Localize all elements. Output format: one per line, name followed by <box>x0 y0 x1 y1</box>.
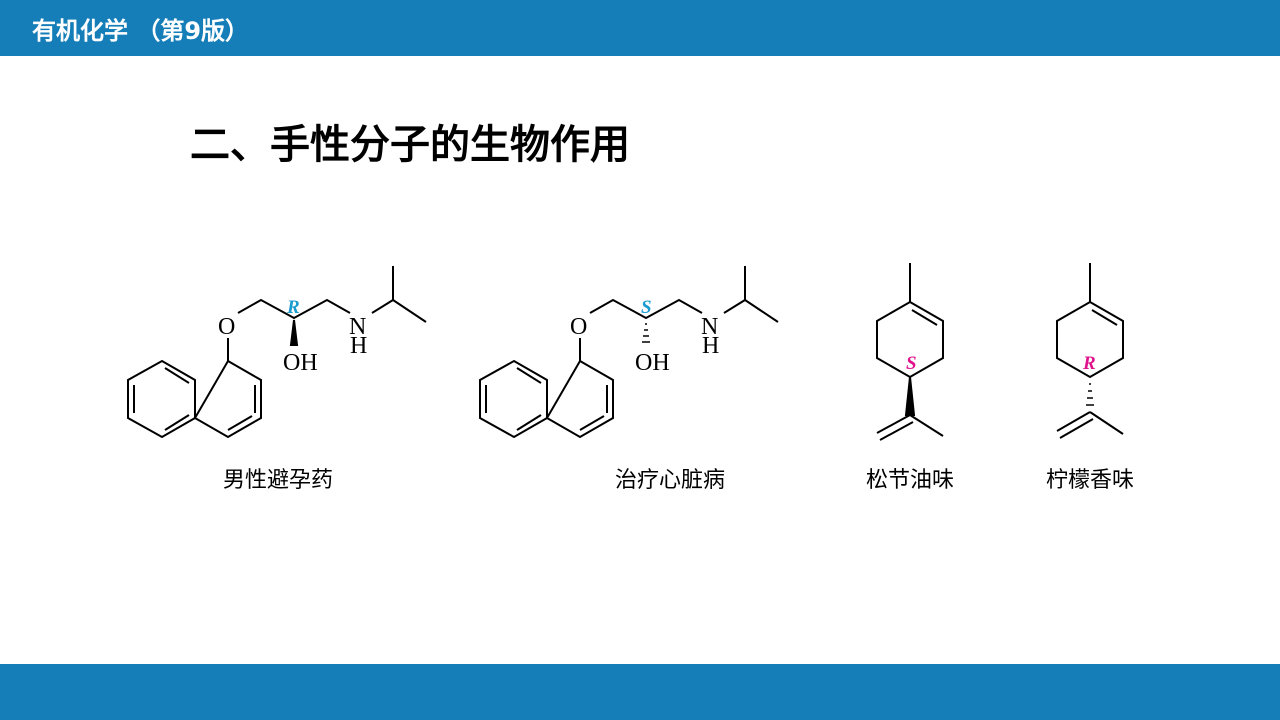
svg-text:OH: OH <box>283 350 318 376</box>
propranolol-r: O OH N H R <box>127 266 427 439</box>
caption-male-contraceptive: 男性避孕药 <box>222 468 334 493</box>
limonene-r: R <box>1056 263 1124 439</box>
config-label: R <box>1082 353 1096 374</box>
caption-lemon-odor: 柠檬香味 <box>1045 468 1135 493</box>
footer-bar <box>0 664 1280 720</box>
config-label: R <box>286 297 300 318</box>
propranolol-s: O OH N H S <box>479 266 779 439</box>
caption-turpentine-odor: 松节油味 <box>865 468 955 493</box>
svg-text:N: N <box>349 314 366 340</box>
svg-text:OH: OH <box>635 350 670 376</box>
config-label: S <box>641 297 652 318</box>
svg-text:N: N <box>701 314 718 340</box>
svg-text:H: H <box>350 333 367 359</box>
slide-title: 二、手性分子的生物作用 <box>190 122 630 168</box>
limonene-s: S <box>876 263 944 441</box>
svg-text:O: O <box>570 314 587 340</box>
svg-text:O: O <box>218 314 235 340</box>
config-label: S <box>906 353 917 374</box>
header-bar: 有机化学 （第9版） <box>0 0 1280 56</box>
caption-heart-treatment: 治疗心脏病 <box>614 468 726 493</box>
svg-text:H: H <box>702 333 719 359</box>
course-title: 有机化学 （第9版） <box>32 17 250 45</box>
